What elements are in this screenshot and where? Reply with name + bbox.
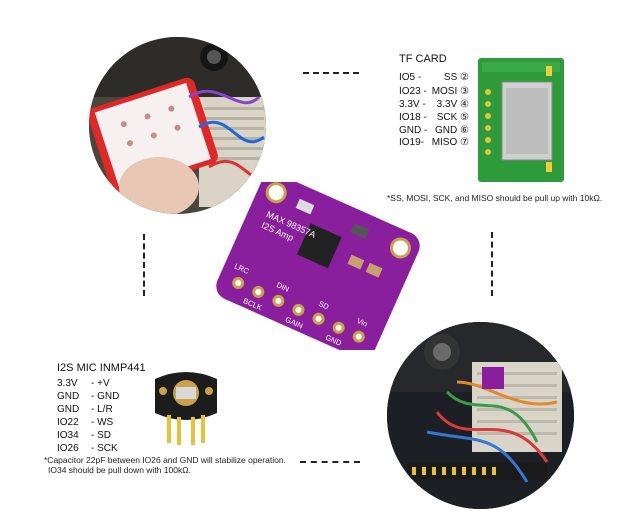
mic-title: I2S MIC INMP441 bbox=[57, 362, 146, 374]
breadboard-circuit-photo bbox=[387, 322, 574, 509]
mic-pin-row: GND- GND bbox=[57, 391, 120, 402]
mic-pin-row: 3.3V- +V bbox=[57, 378, 110, 389]
dashed-connector bbox=[300, 461, 360, 463]
mic-note: *Capacitor 22pF between IO26 and GND wil… bbox=[44, 455, 286, 475]
tf-card-note: *SS, MOSI, SCK, and MISO should be pull … bbox=[387, 193, 603, 203]
amp-pin-label: SD bbox=[317, 299, 331, 312]
mic-pin-row: GND- L/R bbox=[57, 404, 113, 415]
max98357a-amp-board: MAX 98357A I2S Amp LRC BCLK DIN GAIN SD … bbox=[214, 173, 422, 359]
phone-breadboard-photo bbox=[89, 37, 266, 214]
tf-card-title: TF CARD bbox=[399, 53, 447, 65]
mic-pin-row: IO26- SCK bbox=[57, 443, 118, 454]
mic-pin-row: IO34- SD bbox=[57, 430, 111, 441]
inmp441-mic-illustration bbox=[143, 369, 229, 454]
dashed-connector bbox=[143, 234, 145, 296]
tf-card-module-illustration bbox=[476, 56, 566, 189]
amp-pin-label: Vin bbox=[356, 316, 369, 329]
dashed-connector bbox=[491, 232, 493, 296]
dashed-connector bbox=[303, 72, 359, 74]
mic-pin-row: IO22- WS bbox=[57, 417, 114, 428]
